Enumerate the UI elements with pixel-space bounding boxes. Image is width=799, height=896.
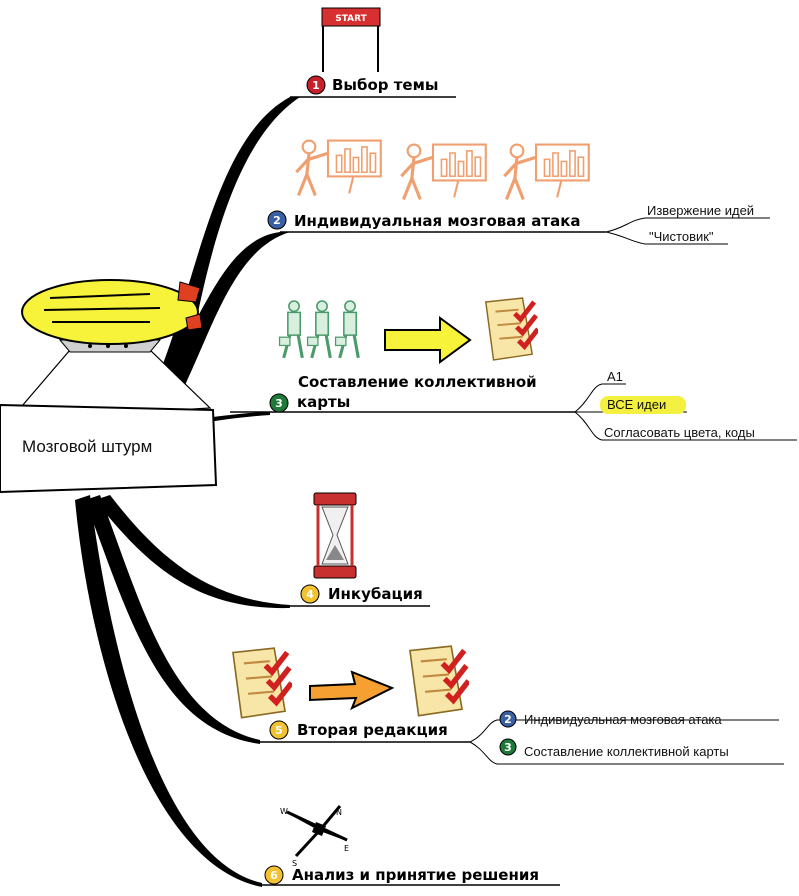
branch-1[interactable]: START 1 Выбор темы	[306, 7, 438, 95]
branch-3-label-line2: карты	[297, 393, 350, 411]
blimp-icon	[21, 279, 203, 353]
branch-5[interactable]: 5 Вторая редакция 2 Индивидуальная мозго…	[233, 646, 729, 759]
branch-6-label: Анализ и принятие решения	[292, 866, 539, 884]
branch-3[interactable]: 3 Составление коллективной карты А1 ВСЕ …	[269, 298, 755, 440]
number-badge-2-text: 2	[273, 214, 281, 227]
subtopic-badge-2	[499, 710, 517, 728]
branch-underlines	[230, 96, 606, 886]
number-badge-5	[269, 720, 289, 740]
branch-1-label: Выбор темы	[332, 76, 438, 94]
number-badge-6-text: 6	[270, 869, 278, 882]
number-badge-2	[267, 210, 287, 230]
highlight-marker	[600, 396, 686, 414]
subtopic-all-ideas[interactable]: ВСЕ идеи	[607, 397, 666, 412]
number-badge-1	[306, 75, 326, 95]
branch-2[interactable]: 2 Индивидуальная мозговая атака Извержен…	[267, 138, 754, 244]
compass-icon: N E S W	[280, 805, 349, 868]
central-topic-label: Мозговой штурм	[22, 437, 152, 456]
branch-connectors	[75, 97, 300, 887]
subtopic-individual-brainstorm[interactable]: Индивидуальная мозговая атака	[524, 712, 722, 727]
compass-n: N	[336, 808, 342, 817]
branch-3-label-line1: Составление коллективной	[298, 373, 537, 391]
subtopic-badge-3	[499, 738, 517, 756]
subtopic-badge-2-text: 2	[504, 713, 512, 726]
start-flag-icon: START	[321, 7, 381, 72]
branch-6[interactable]: N E S W 6 Анализ и принятие решения	[264, 805, 539, 885]
group-to-checklist-icon	[277, 298, 538, 364]
number-badge-3-text: 3	[275, 397, 283, 410]
number-badge-4	[300, 584, 320, 604]
number-badge-1-text: 1	[312, 79, 320, 92]
compass-e: E	[344, 844, 349, 853]
subtopic-collective-map[interactable]: Составление коллективной карты	[524, 744, 729, 759]
number-badge-4-text: 4	[306, 588, 314, 601]
number-badge-3	[269, 393, 289, 413]
start-text: START	[335, 14, 367, 24]
central-topic[interactable]: Мозговой штурм	[0, 279, 218, 494]
checklist-to-checklist-icon	[233, 646, 469, 717]
branch-4[interactable]: 4 Инкубация	[300, 492, 423, 604]
subtopic-eruption-of-ideas[interactable]: Извержение идей	[647, 203, 754, 218]
presenter-at-board-icon	[294, 138, 591, 202]
subtopic-agree-colors-codes[interactable]: Согласовать цвета, коды	[604, 425, 755, 440]
subtopic-badge-3-text: 3	[504, 741, 512, 754]
hourglass-icon	[313, 492, 357, 579]
branch-2-label: Индивидуальная мозговая атака	[294, 212, 581, 230]
branch-5-label: Вторая редакция	[297, 721, 448, 739]
compass-w: W	[280, 807, 288, 816]
subtopic-draft[interactable]: "Чистовик"	[649, 229, 714, 244]
compass-s: S	[292, 859, 297, 868]
subtopic-a1[interactable]: А1	[607, 369, 623, 384]
number-badge-6	[264, 865, 284, 885]
branch-4-label: Инкубация	[328, 585, 423, 603]
number-badge-5-text: 5	[275, 724, 283, 737]
